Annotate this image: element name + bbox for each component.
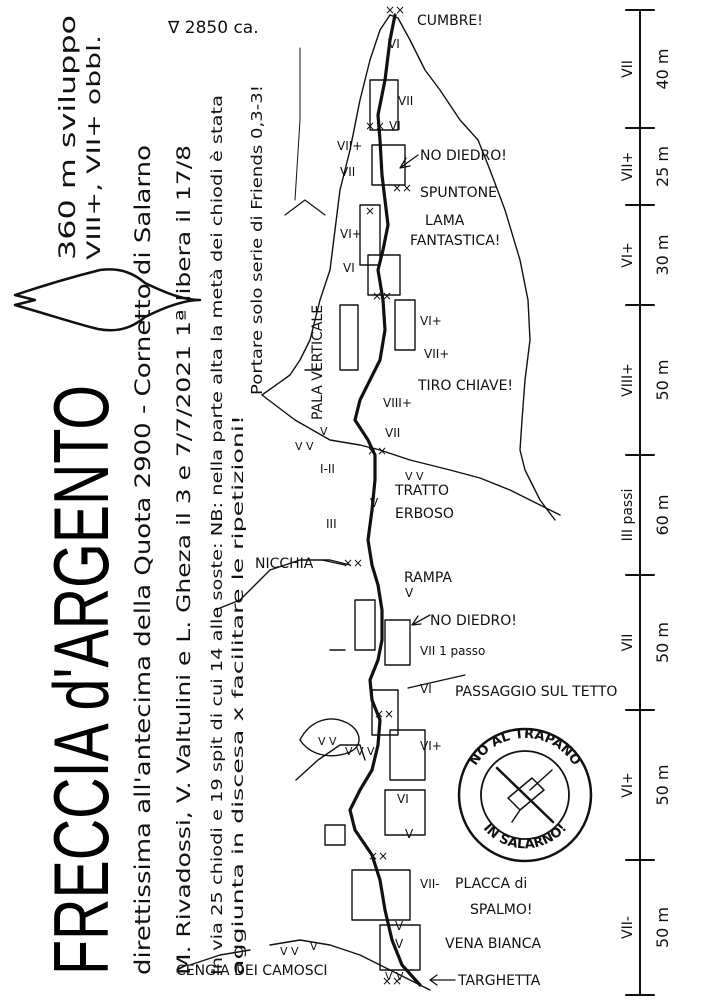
- svg-text:V: V: [310, 940, 318, 953]
- svg-text:××: ××: [367, 444, 387, 458]
- label-placca: PLACCA di: [455, 876, 527, 892]
- pitch-grade: VI+: [620, 242, 636, 267]
- route-length: 360 m sviluppo: [56, 15, 81, 260]
- svg-text:××: ××: [385, 3, 405, 17]
- summit-label: CUMBRE!: [417, 13, 483, 29]
- label-targhetta: TARGHETTA: [457, 973, 541, 989]
- pitch-scale: VII 40 m VII+ 25 m VI+ 30 m VIII+ 50 m III passi…: [620, 10, 672, 995]
- grade-vi-d: VI: [420, 682, 432, 696]
- grade-vi-top: VI: [388, 37, 400, 51]
- svg-text:V V V: V V V: [345, 745, 375, 758]
- label-rampa: RAMPA: [404, 570, 452, 586]
- grade-vii-d: VII: [385, 426, 400, 440]
- label-no-diedro-bottom: NO DIEDRO!: [430, 613, 517, 629]
- svg-text:××: ××: [368, 849, 388, 863]
- pitch-grade: III passi: [620, 489, 636, 542]
- svg-text:V: V: [320, 425, 328, 438]
- label-no-diedro-top: NO DIEDRO!: [420, 148, 507, 164]
- grade-vii-1passo: VII 1 passo: [420, 644, 485, 658]
- svg-text:×: ×: [365, 204, 375, 218]
- pitch-length: 50 m: [653, 764, 672, 805]
- grade-viiplus-b: VII+: [424, 347, 449, 361]
- svg-text:××: ××: [374, 707, 394, 721]
- grade-v-b: V: [405, 586, 414, 600]
- grade-vi-b: VI: [389, 119, 401, 133]
- label-nicchia: NICCHIA: [255, 556, 314, 572]
- grade-viplus-c: VI+: [420, 739, 442, 753]
- grade-vi-e: VI: [397, 792, 409, 806]
- route-subtitle: direttissima all'antecima della Quota 29…: [131, 145, 155, 975]
- pitch-grade: VII+: [620, 152, 636, 182]
- label-pala-verticale: PALA VERTICALE: [310, 305, 326, 420]
- label-tratto: TRATTO: [394, 483, 449, 499]
- label-passaggio-tetto: PASSAGGIO SUL TETTO: [455, 684, 617, 700]
- svg-text:V V: V V: [280, 945, 299, 958]
- grade-v-a: V: [370, 496, 379, 510]
- route-authors: M. Rivadossi, V. Valtulini e L. Gheza il…: [173, 145, 195, 975]
- label-lama: LAMA: [425, 213, 465, 229]
- label-spalmo: SPALMO!: [470, 902, 533, 918]
- grade-vi-c: VI: [343, 261, 355, 275]
- pitch-length: 50 m: [653, 359, 672, 400]
- pitch-length: 50 m: [653, 622, 672, 663]
- grade-iii: III: [326, 517, 337, 531]
- pitch-length: 60 m: [653, 494, 672, 535]
- pitch-length: 30 m: [653, 234, 672, 275]
- no-drill-stamp: NO AL TRAPANO IN SALARNO!: [459, 727, 591, 861]
- grade-viplus-a: VI+: [340, 227, 362, 241]
- svg-text:V V: V V: [405, 470, 424, 483]
- label-fantastica: FANTASTICA!: [410, 233, 500, 249]
- summit-altitude: ∇ 2850 ca.: [167, 18, 259, 38]
- pitch-grade: VIII+: [620, 363, 636, 397]
- stamp-text-top: NO AL TRAPANO: [467, 727, 584, 769]
- grade-v-e: V: [395, 937, 404, 951]
- pitch-grade: VII: [620, 634, 636, 652]
- grade-vii-a: VII: [398, 94, 413, 108]
- grade-v-d: V: [395, 919, 404, 933]
- label-erboso: ERBOSO: [395, 506, 454, 522]
- grade-viiplus: VII+: [337, 139, 362, 153]
- route-notes-line3: Portare solo serie di Friends 0,3-3!: [248, 85, 266, 395]
- route-grade: VIII+, VII+ obbl.: [83, 35, 105, 260]
- title-block: FRECCIA d'ARGENTO direttissima all'antec…: [15, 15, 266, 975]
- route-notes-line1: In via 25 chiodi e 19 spit di cui 14 all…: [208, 95, 226, 975]
- svg-text:V V: V V: [318, 735, 337, 748]
- stamp-text-bottom: IN SALARNO!: [480, 821, 570, 853]
- grade-vii-c: VII: [340, 165, 355, 179]
- grade-v-c: V: [405, 827, 414, 841]
- label-tiro-chiave: TIRO CHIAVE!: [417, 378, 513, 394]
- route-notes-line2: aggiunta in discesa x facilitare le ripe…: [229, 415, 247, 975]
- svg-text:××: ××: [365, 119, 385, 133]
- grade-i-ii: I-II: [320, 462, 335, 476]
- route-title: FRECCIA d'ARGENTO: [37, 385, 125, 975]
- svg-text:××: ××: [372, 289, 392, 303]
- grade-viplus-b: VI+: [420, 314, 442, 328]
- label-vena-bianca: VENA BIANCA: [445, 936, 541, 952]
- pitch-length: 50 m: [653, 907, 672, 948]
- svg-text:V V: V V: [385, 970, 404, 983]
- pitch-length: 25 m: [653, 146, 672, 187]
- svg-text:××: ××: [343, 556, 363, 570]
- pitch-grade: VII: [620, 60, 636, 78]
- label-spuntone: SPUNTONE: [420, 185, 497, 201]
- pitch-grade: VI+: [620, 772, 636, 797]
- grade-viiiplus: VIII+: [383, 396, 412, 410]
- pitch-length: 40 m: [653, 48, 672, 89]
- label-cengia: CENGIA DEI CAMOSCI: [176, 963, 328, 979]
- svg-text:××: ××: [392, 181, 412, 195]
- grade-vii-minus: VII-: [420, 877, 440, 891]
- svg-text:V V: V V: [295, 440, 314, 453]
- pitch-grade: VII-: [620, 916, 636, 939]
